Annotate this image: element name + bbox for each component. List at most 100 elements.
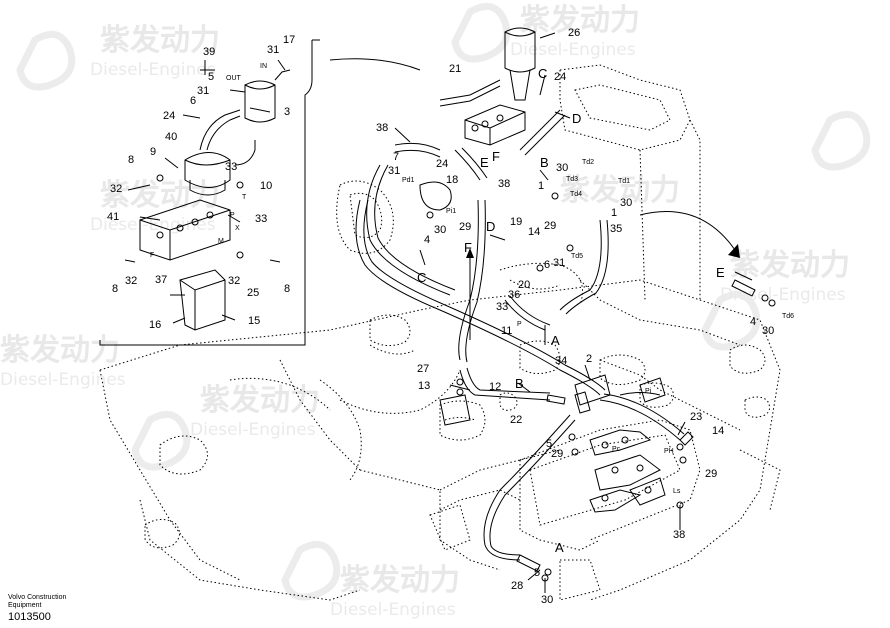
label-22: 22 bbox=[510, 414, 522, 426]
label-24: 24 bbox=[163, 110, 175, 122]
label-19: 19 bbox=[510, 216, 522, 228]
label-33: 33 bbox=[255, 213, 267, 225]
label-5: 5 bbox=[208, 71, 214, 83]
label-30: 30 bbox=[556, 162, 568, 174]
label-36: 36 bbox=[508, 289, 520, 301]
callout-a: A bbox=[555, 540, 564, 555]
label-29: 29 bbox=[705, 468, 717, 480]
callout-a: A bbox=[551, 333, 560, 348]
label-30: 30 bbox=[620, 197, 632, 209]
label-4: 4 bbox=[424, 234, 430, 246]
label-29: 29 bbox=[544, 220, 556, 232]
label-port-x: X bbox=[235, 225, 240, 232]
watermark-cn: 紫发动力 bbox=[520, 3, 640, 38]
label-out: OUT bbox=[226, 75, 242, 82]
label-7: 7 bbox=[393, 151, 399, 163]
control-valve bbox=[589, 429, 666, 513]
watermark-cn: 紫发动力 bbox=[0, 333, 120, 368]
detail-arrow bbox=[639, 211, 740, 258]
label-pc: Pc bbox=[612, 446, 621, 453]
label-37: 37 bbox=[155, 274, 167, 286]
label-in: IN bbox=[260, 63, 267, 70]
label-32: 32 bbox=[125, 275, 137, 287]
label-1: 1 bbox=[611, 207, 617, 219]
label-ph: PH bbox=[664, 448, 674, 455]
watermark-cn: 紫发动力 bbox=[340, 563, 460, 598]
label-26: 26 bbox=[568, 27, 580, 39]
label-td2: Td2 bbox=[582, 159, 594, 166]
watermark-cn: 紫发动力 bbox=[730, 248, 850, 283]
watermark-cn: 紫发动力 bbox=[100, 178, 220, 213]
hose-lines bbox=[355, 79, 685, 561]
machine-frame bbox=[99, 64, 781, 601]
label-15: 15 bbox=[248, 315, 260, 327]
watermark-en: Diesel-Engines bbox=[330, 600, 456, 620]
label-27: 27 bbox=[417, 363, 429, 375]
label-pd1: Pd1 bbox=[402, 177, 415, 184]
label-ls: Ls bbox=[673, 488, 681, 495]
label-18: 18 bbox=[446, 174, 458, 186]
label-td3: Td3 bbox=[566, 176, 578, 183]
label-5: 5 bbox=[546, 438, 552, 450]
label-32: 32 bbox=[228, 275, 240, 287]
watermark-logo bbox=[16, 2, 871, 601]
label-31: 31 bbox=[267, 44, 279, 56]
label-port-p: P bbox=[517, 321, 522, 328]
label-24: 24 bbox=[436, 158, 448, 170]
label-30: 30 bbox=[434, 224, 446, 236]
label-23: 23 bbox=[690, 411, 702, 423]
label-10: 10 bbox=[260, 180, 272, 192]
callout-e: E bbox=[480, 155, 489, 170]
watermark-cn: 紫发动力 bbox=[560, 173, 680, 208]
label-25: 25 bbox=[247, 287, 259, 299]
callout-c: C bbox=[417, 270, 426, 285]
label-port-t: T bbox=[242, 194, 247, 201]
label-5: 5 bbox=[534, 567, 540, 579]
label-40: 40 bbox=[165, 131, 177, 143]
label-4: 4 bbox=[750, 316, 756, 328]
callout-f: F bbox=[464, 240, 472, 255]
diagram-id: 1013500 bbox=[8, 611, 51, 623]
label-14: 14 bbox=[712, 425, 724, 437]
label-9: 9 bbox=[150, 146, 156, 158]
pilot-block-main bbox=[419, 27, 666, 426]
watermark-layer: 紫发动力 Diesel-Engines 紫发动力 Diesel-Engines … bbox=[0, 2, 871, 620]
label-13: 13 bbox=[418, 380, 430, 392]
label-port-p: P bbox=[230, 212, 235, 219]
label-38: 38 bbox=[376, 122, 388, 134]
callout-e: E bbox=[716, 265, 725, 280]
watermark-en: Diesel-Engines bbox=[510, 40, 636, 60]
label-16: 16 bbox=[149, 319, 161, 331]
label-30: 30 bbox=[541, 594, 553, 606]
detail-inset bbox=[99, 39, 421, 346]
label-12: 12 bbox=[489, 381, 501, 393]
watermark-cn: 紫发动力 bbox=[100, 23, 220, 58]
label-2: 2 bbox=[586, 353, 592, 365]
label-30: 30 bbox=[762, 325, 774, 337]
label-38: 38 bbox=[498, 178, 510, 190]
label-31: 31 bbox=[197, 85, 209, 97]
label-6: 6 bbox=[190, 95, 196, 107]
label-td1: Td1 bbox=[618, 178, 630, 185]
label-8: 8 bbox=[128, 154, 134, 166]
watermark-en: Diesel-Engines bbox=[90, 215, 216, 235]
part-labels: 39 31 17 IN OUT 5 6 31 3 24 40 8 9 33 32… bbox=[107, 27, 794, 606]
label-24: 24 bbox=[554, 71, 566, 83]
label-td5: Td5 bbox=[571, 253, 583, 260]
label-1: 1 bbox=[538, 180, 544, 192]
watermark-cn: 紫发动力 bbox=[200, 383, 320, 418]
label-33: 33 bbox=[496, 301, 508, 313]
label-11: 11 bbox=[501, 325, 512, 337]
label-33: 33 bbox=[225, 161, 237, 173]
label-20: 20 bbox=[518, 279, 530, 291]
leader-lines bbox=[127, 32, 753, 593]
watermark-en: Diesel-Engines bbox=[90, 60, 216, 80]
footer-subtitle: Equipment bbox=[8, 602, 42, 609]
label-14: 14 bbox=[528, 226, 540, 238]
callout-d: D bbox=[486, 219, 495, 234]
label-32: 32 bbox=[110, 183, 122, 195]
label-39: 39 bbox=[203, 46, 215, 58]
label-29: 29 bbox=[551, 448, 563, 460]
label-34: 34 bbox=[555, 355, 567, 367]
